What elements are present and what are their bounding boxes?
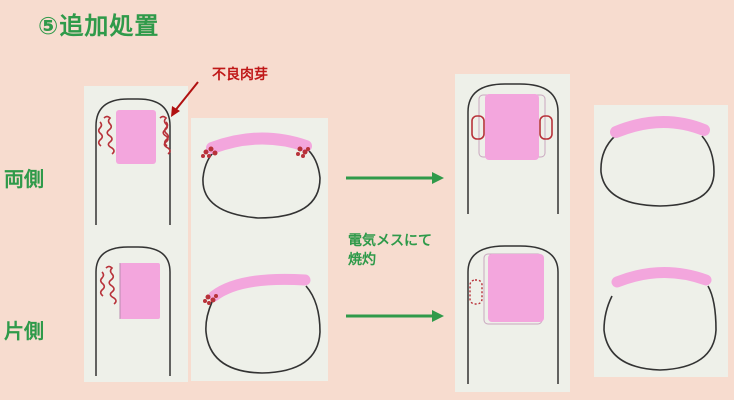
arrow-right-icon: [346, 310, 444, 322]
procedure-caption-line2: 焼灼: [348, 252, 376, 268]
procedure-caption-line1: 電気メスにて: [348, 233, 432, 249]
before-nail-section-panel: [191, 118, 328, 381]
page-title: ⑤追加処置: [38, 12, 160, 40]
section-both-after: [600, 116, 715, 207]
nail-plate: [488, 254, 544, 322]
section-both-before: [201, 132, 321, 219]
granulation-section: [203, 294, 218, 305]
cauterized-edge-left: [471, 115, 485, 140]
row-label-one-side: 片側: [4, 319, 44, 343]
finger-both-after: [467, 83, 559, 214]
nail-plate: [485, 94, 539, 160]
arrow-right-icon: [346, 172, 444, 184]
section-one-after: [603, 267, 717, 371]
finger-one-before: [95, 246, 171, 376]
granulation-right: [159, 115, 171, 155]
granulation-label: 不良肉芽: [212, 67, 268, 83]
procedure-caption: 電気メスにて 焼灼: [348, 232, 432, 270]
granulation-left: [97, 115, 115, 155]
pointer-arrow: [173, 81, 199, 113]
cauterized-edge-left: [469, 279, 483, 305]
nail-plate: [120, 263, 160, 319]
cauterized-edge-right: [539, 115, 553, 140]
after-nail-section-panel: [594, 105, 728, 377]
finger-one-after: [467, 245, 559, 384]
granulation-section: [201, 146, 310, 158]
section-one-before: [203, 273, 321, 374]
nail-plate: [116, 110, 156, 164]
row-label-both-sides: 両側: [4, 167, 44, 191]
granulation-left: [99, 265, 117, 305]
finger-both-before: [95, 81, 199, 225]
